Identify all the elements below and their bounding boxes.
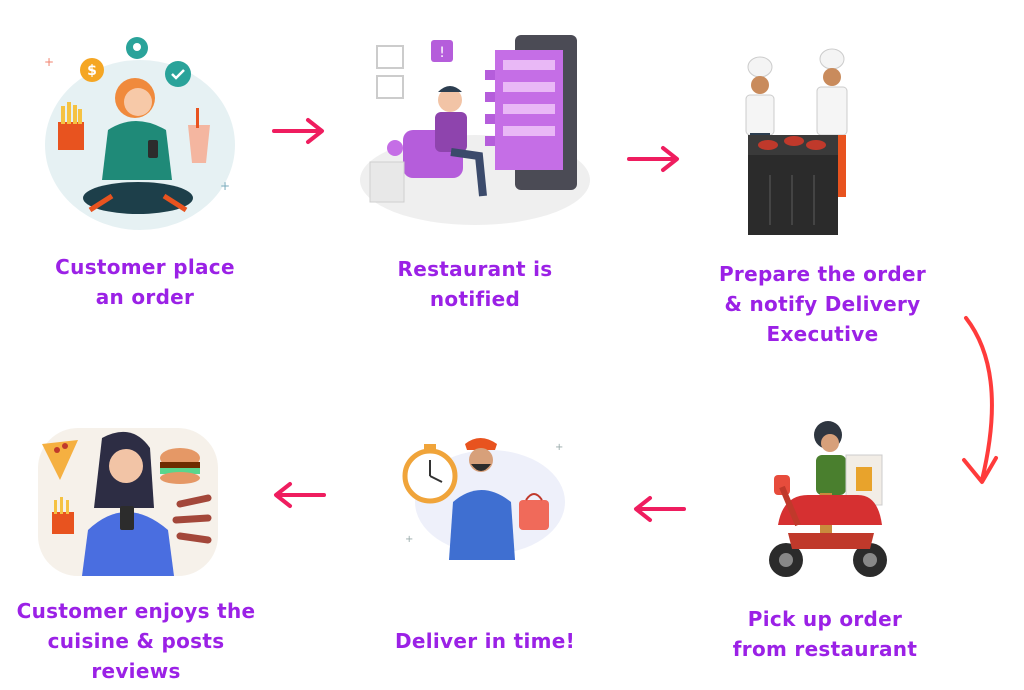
svg-text:+: + [220, 179, 230, 193]
step-label-prepare-order: Prepare the order & notify Delivery Exec… [718, 262, 927, 346]
step-label-restaurant-notified: Restaurant is notified [397, 257, 553, 311]
svg-text:+: + [44, 55, 54, 69]
arrow-right-icon [270, 116, 330, 146]
svg-text:$: $ [87, 63, 97, 79]
step-label-customer-place-order: Customer place an order [55, 255, 235, 309]
delivery-man-clock-illustration: + + [395, 430, 575, 560]
arrow-right-icon [625, 144, 685, 174]
scooter-delivery-illustration [758, 415, 898, 590]
restaurant-notification-illustration: ! [355, 30, 595, 235]
chefs-cooking-illustration [720, 45, 880, 245]
arrow-left-icon [268, 480, 328, 510]
arrow-left-icon [628, 494, 688, 524]
curved-arrow-down-icon [950, 312, 1010, 492]
svg-text:+: + [555, 442, 563, 453]
svg-text:!: ! [439, 45, 445, 61]
svg-text:+: + [405, 534, 413, 545]
step-label-pick-up-order: Pick up order from restaurant [732, 607, 918, 661]
step-label-customer-enjoys: Customer enjoys the cuisine & posts revi… [16, 599, 256, 683]
customer-ordering-illustration: $ + + [30, 30, 240, 235]
customer-eating-illustration [30, 420, 225, 580]
step-label-deliver-in-time: Deliver in time! [394, 629, 576, 653]
